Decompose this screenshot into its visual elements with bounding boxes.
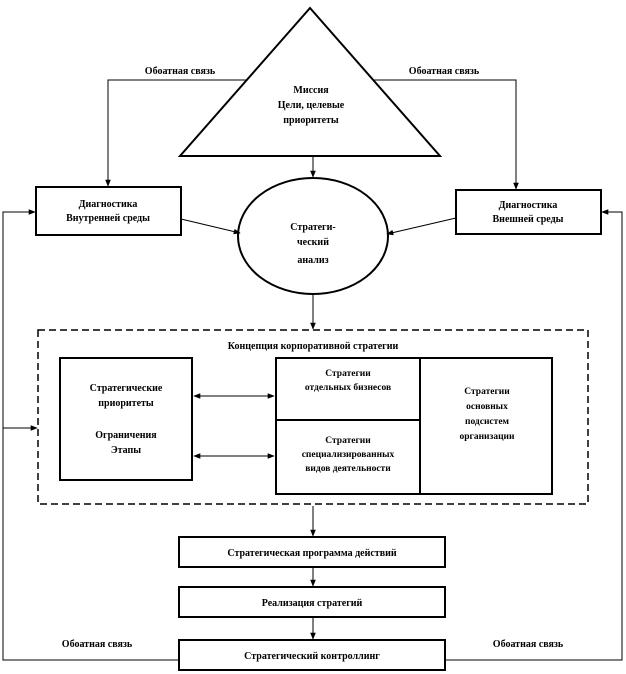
feedback-left-loop: [2, 209, 179, 661]
strategic-analysis-line3: анализ: [297, 255, 328, 266]
connectors: [2, 79, 623, 661]
implementation-label: Реализация стратегий: [262, 598, 363, 609]
specialized-strategies-line1: Стратегии: [325, 436, 371, 446]
feedback-top-left-line: [105, 79, 247, 187]
controlling-label: Стратегический контроллинг: [244, 651, 380, 662]
feedback-top-right-line: [373, 79, 519, 190]
mission-priorities-label: приоритеты: [283, 115, 339, 126]
concept-dashed-frame: [37, 329, 589, 505]
controlling-box: [178, 639, 446, 671]
concept-title: Концепция корпоративной стратегии: [228, 341, 399, 352]
internal-diagnostics-subtitle: Внутренней среды: [66, 213, 150, 224]
external-diagnostics-box: [455, 189, 602, 235]
priorities-line1: Стратегические: [90, 383, 163, 394]
business-strategies-line2: отдельных бизнесов: [305, 382, 391, 393]
specialized-strategies-line2: специализированных: [302, 450, 395, 460]
external-diagnostics-subtitle: Внешней среды: [493, 214, 564, 225]
feedback-top-right-label: Обоатная связь: [409, 66, 480, 77]
action-program-label: Стратегическая программа действий: [227, 548, 396, 559]
priorities-box: [59, 357, 193, 481]
priorities-line2: приоритеты: [98, 398, 154, 409]
feedback-bottom-right-label: Обоатная связь: [493, 639, 564, 650]
feedback-right-loop: [445, 209, 623, 661]
action-program-box: [178, 536, 446, 568]
limitations-label: Ограничения: [95, 430, 157, 441]
external-to-analysis-arrow: [386, 217, 457, 236]
subsystem-strategies-box: [419, 357, 553, 495]
business-strategies-line1: Стратегии: [325, 369, 371, 379]
implementation-box: [178, 586, 446, 618]
external-diagnostics-title: Диагностика: [499, 200, 558, 211]
mission-goals-label: Цели, целевые: [278, 100, 345, 111]
subsystem-strategies-line3: подсистем: [465, 417, 510, 427]
strategic-analysis-line2: ческий: [297, 237, 329, 248]
strategic-analysis-line1: Стратеги-: [290, 222, 335, 233]
stages-label: Этапы: [111, 445, 141, 456]
subsystem-strategies-line2: основных: [466, 402, 508, 412]
specialized-strategies-line3: видов деятельности: [305, 464, 391, 474]
feedback-top-left-label: Обоатная связь: [145, 66, 216, 77]
internal-diagnostics-box: [35, 186, 182, 236]
mission-label: Миссия: [293, 85, 329, 96]
internal-diagnostics-title: Диагностика: [79, 199, 138, 210]
strategic-analysis-ellipse: [237, 177, 389, 295]
subsystem-strategies-line1: Стратегии: [464, 387, 510, 397]
internal-to-analysis-arrow: [180, 218, 241, 235]
mission-triangle: [177, 6, 443, 157]
feedback-bottom-left-label: Обоатная связь: [62, 639, 133, 650]
subsystem-strategies-line4: организации: [459, 432, 515, 442]
